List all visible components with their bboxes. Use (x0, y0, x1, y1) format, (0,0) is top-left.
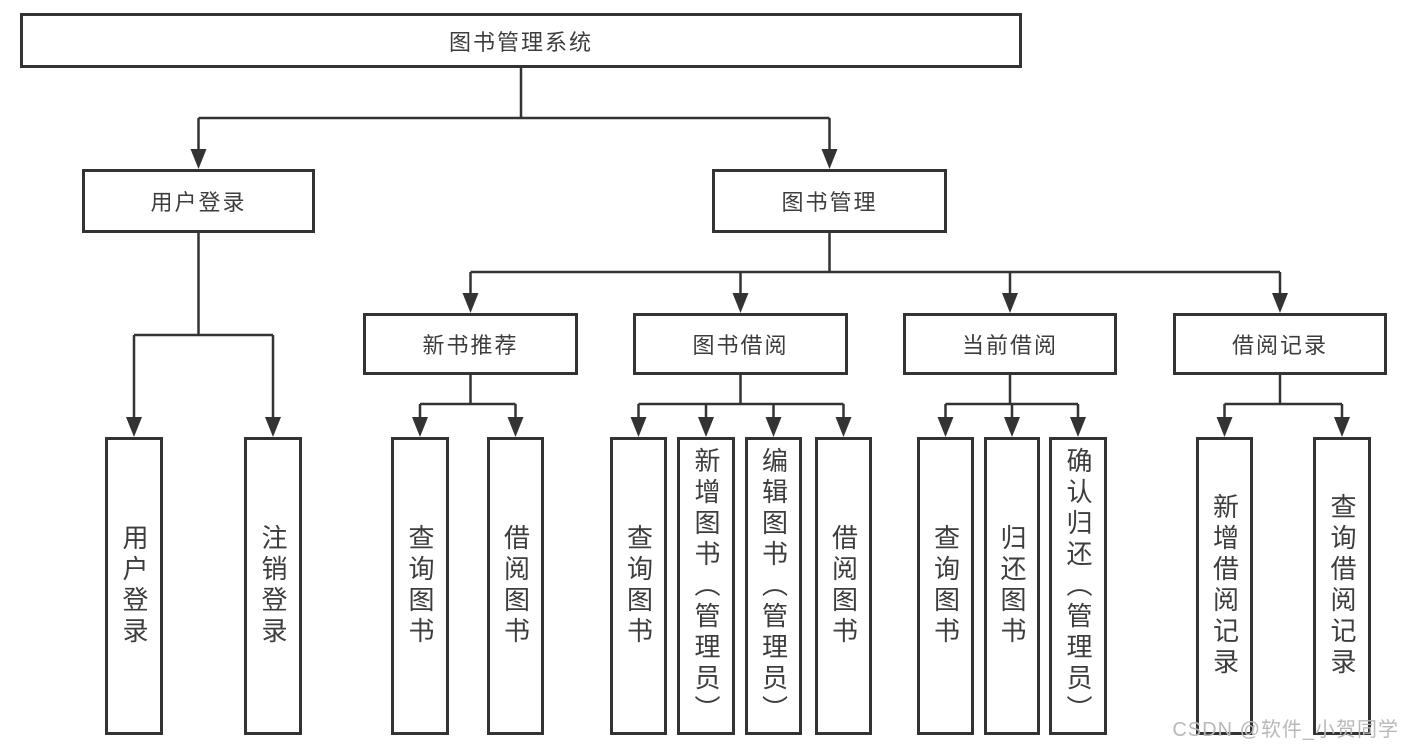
node-nbr-borrow-books: 借阅图书 (487, 437, 544, 735)
node-label: 图书借阅 (692, 333, 789, 358)
node-label: 借阅记录 (1231, 333, 1328, 358)
node-current-borrowing: 当前借阅 (903, 313, 1117, 375)
node-borrowing-records: 借阅记录 (1173, 313, 1387, 375)
node-nbr-query-books: 查询图书 (391, 437, 449, 735)
node-library-system: 图书管理系统 (20, 13, 1022, 68)
node-cb-confirm-return-admin: 确认归还（管理员） (1049, 437, 1107, 735)
node-label: 确认归还（管理员） (1063, 446, 1093, 726)
node-label: 图书管理 (781, 190, 878, 215)
node-label: 新增借阅记录 (1209, 493, 1240, 679)
node-label: 查询图书 (405, 524, 435, 648)
node-label: 注销登录 (258, 524, 288, 648)
node-label: 新增图书（管理员） (691, 446, 721, 726)
node-br-add-record: 新增借阅记录 (1196, 437, 1253, 735)
node-user-login: 用户登录 (82, 169, 315, 233)
node-label: 归还图书 (997, 524, 1027, 648)
node-label: 新书推荐 (422, 333, 519, 358)
node-label: 用户登录 (150, 190, 247, 215)
node-label: 编辑图书（管理员） (758, 446, 789, 726)
node-label: 查询借阅记录 (1327, 493, 1357, 679)
csdn-watermark: CSDN @软件_小贺同学 (1172, 719, 1399, 741)
node-label: 借阅图书 (828, 524, 859, 648)
node-logout-action: 注销登录 (244, 437, 302, 735)
node-label: 图书管理系统 (448, 29, 593, 55)
node-label: 用户登录 (119, 524, 149, 648)
node-book-management: 图书管理 (712, 169, 947, 233)
node-label: 当前借阅 (961, 333, 1058, 358)
node-cb-query-books: 查询图书 (917, 437, 974, 735)
node-bb-borrow-books: 借阅图书 (815, 437, 872, 735)
node-label: 借阅图书 (500, 524, 531, 648)
node-user-login-action: 用户登录 (105, 437, 163, 735)
node-br-query-record: 查询借阅记录 (1313, 437, 1371, 735)
node-label: 查询图书 (930, 524, 961, 648)
node-book-borrowing: 图书借阅 (633, 313, 848, 375)
node-bb-add-books-admin: 新增图书（管理员） (677, 437, 735, 735)
node-bb-query-books: 查询图书 (610, 437, 667, 735)
node-cb-return-books: 归还图书 (984, 437, 1040, 735)
node-label: 查询图书 (623, 524, 654, 648)
node-bb-edit-books-admin: 编辑图书（管理员） (745, 437, 802, 735)
node-new-book-recommend: 新书推荐 (363, 313, 578, 375)
